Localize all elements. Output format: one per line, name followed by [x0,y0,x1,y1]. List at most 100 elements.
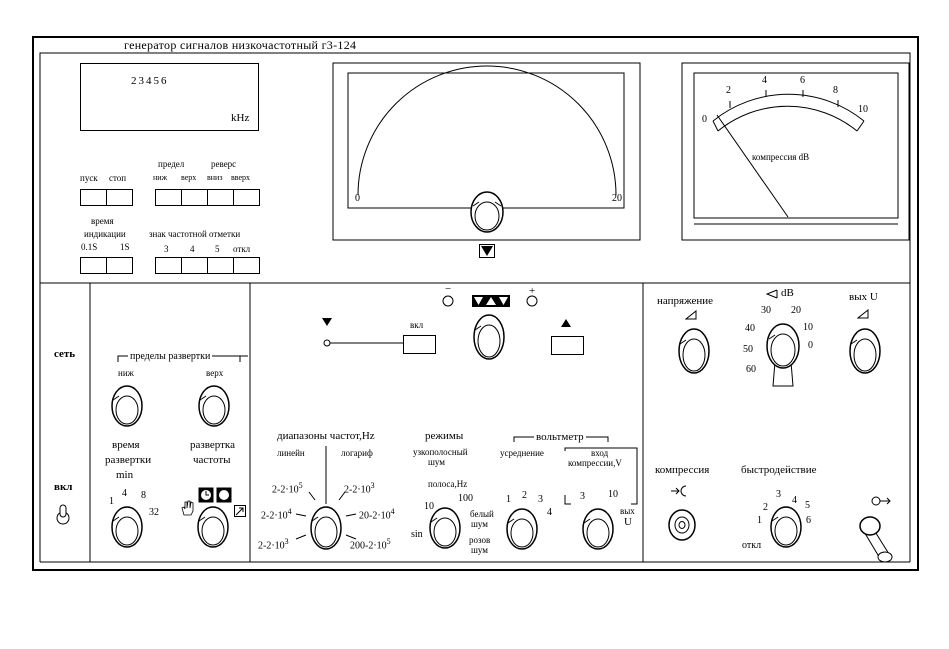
log-label: логариф [341,448,373,458]
mark-3-button[interactable] [155,257,182,274]
speed-knob[interactable] [769,505,803,549]
band-label: полоса,Hz [428,479,468,489]
sweep-low-knob[interactable] [110,384,144,428]
meter-right-label: компрессия dB [752,152,810,162]
meter-right-tick-0: 0 [702,114,707,125]
voltage-label: напряжение [657,295,714,307]
power-on-label: вкл [54,481,73,493]
reverse-down-button[interactable] [207,189,234,206]
mark-label: знак частотной отметки [149,229,241,239]
speed-3: 3 [776,489,781,500]
stop-button[interactable] [106,189,133,206]
out-label-1: вых [620,506,635,516]
modes-label: режимы [425,430,464,442]
range-6-base: 200-2·10 [350,540,387,552]
external-sweep-icon [234,505,246,517]
reverse-up-label: вверх [231,173,251,182]
sweep-high-knob[interactable] [197,384,231,428]
limit-high-label: верх [181,173,197,182]
input-icon [671,485,687,497]
time-01-label: 0.1S [81,242,98,252]
sin-label: sin [411,529,423,540]
output-connector[interactable] [857,512,899,564]
pink-noise-label-1: розов [469,535,491,545]
db-50: 50 [743,344,753,355]
meter-right-tick-8: 8 [833,85,838,96]
plus-label: + [529,285,536,297]
compression-input-label-1: вход [591,448,609,458]
compression-input-label-2: компрессии,V [568,458,622,468]
db-30: 30 [761,305,771,316]
mark-off-button[interactable] [233,257,260,274]
voltmeter-knob[interactable] [581,507,615,551]
frequency-value: 23456 [131,75,169,87]
meter-left-max: 20 [612,193,622,204]
narrowband-label-2: шум [428,457,446,467]
freq-ranges-label: диапазоны частот,Hz [277,430,375,442]
range-1-label: 2-2·105 [272,482,303,495]
voltmeter-label: вольтметр [534,431,586,443]
speed-6: 6 [806,515,811,526]
mark-5-button[interactable] [207,257,234,274]
reverse-up-button[interactable] [233,189,260,206]
db-40: 40 [745,323,755,334]
on-button[interactable] [403,335,436,354]
averaging-knob[interactable] [505,507,539,551]
hand-icon [181,500,194,516]
mark-3-label: 3 [164,244,169,254]
attenuator-knob[interactable] [765,322,801,390]
range-4-label: 20-2·104 [359,508,395,521]
freq-range-knob[interactable] [309,505,343,551]
limit-low-button[interactable] [155,189,182,206]
db-60: 60 [746,364,756,375]
sweep-t32: 32 [149,507,159,518]
range-4-base: 20-2·10 [359,510,391,522]
frequency-knob[interactable] [469,190,505,234]
fine-tune-knob[interactable] [472,313,506,361]
sweep-time-knob[interactable] [110,505,144,549]
range-6-exp: 5 [386,537,391,546]
band-100: 100 [458,493,473,504]
speed-label: быстродействие [741,464,817,476]
sweep-high-label: верх [206,368,224,378]
range-5-exp: 3 [284,537,289,546]
time-01-button[interactable] [80,257,107,274]
range-6-label: 200-2·105 [350,538,391,551]
meter-right-tick-6: 6 [800,75,805,86]
reverse-down-label: вниз [207,173,223,182]
output-knob[interactable] [848,327,882,375]
output-icon [871,496,891,506]
sweep-freq-knob[interactable] [196,505,230,549]
voltage-knob[interactable] [677,327,711,375]
start-button[interactable] [80,189,107,206]
time-indication-label-2: индикации [84,229,126,239]
time-indication-label-1: время [91,216,114,226]
sweep-freq-label-2: частоты [193,454,231,466]
attenuator-icon [766,289,778,299]
sweep-t8: 8 [141,490,146,501]
indicator-lamps [442,295,538,307]
mark-5-label: 5 [215,244,220,254]
sweep-time-label-3: min [116,469,134,481]
speed-off: откл [742,540,762,551]
limit-high-button[interactable] [181,189,208,206]
up-button[interactable] [551,336,584,355]
mode-knob[interactable] [428,506,462,550]
db-0: 0 [808,340,813,351]
sweep-range-label: пределы развертки [128,351,213,362]
avg-1: 1 [506,494,511,505]
time-1-button[interactable] [106,257,133,274]
out-label-2: U [624,516,632,528]
frequency-display: 23456 kHz [80,63,259,131]
speed-1: 1 [757,515,762,526]
down-arrow-icon [322,318,332,326]
time-1-label: 1S [120,242,130,252]
network-label: сеть [54,348,76,360]
mark-4-button[interactable] [181,257,208,274]
linear-label: линейн [277,448,305,458]
meter-right-tick-2: 2 [726,85,731,96]
speed-4: 4 [792,495,797,506]
compression-input-jack[interactable] [667,508,697,542]
power-toggle[interactable] [55,502,71,526]
sweep-time-label-1: время [112,439,140,451]
